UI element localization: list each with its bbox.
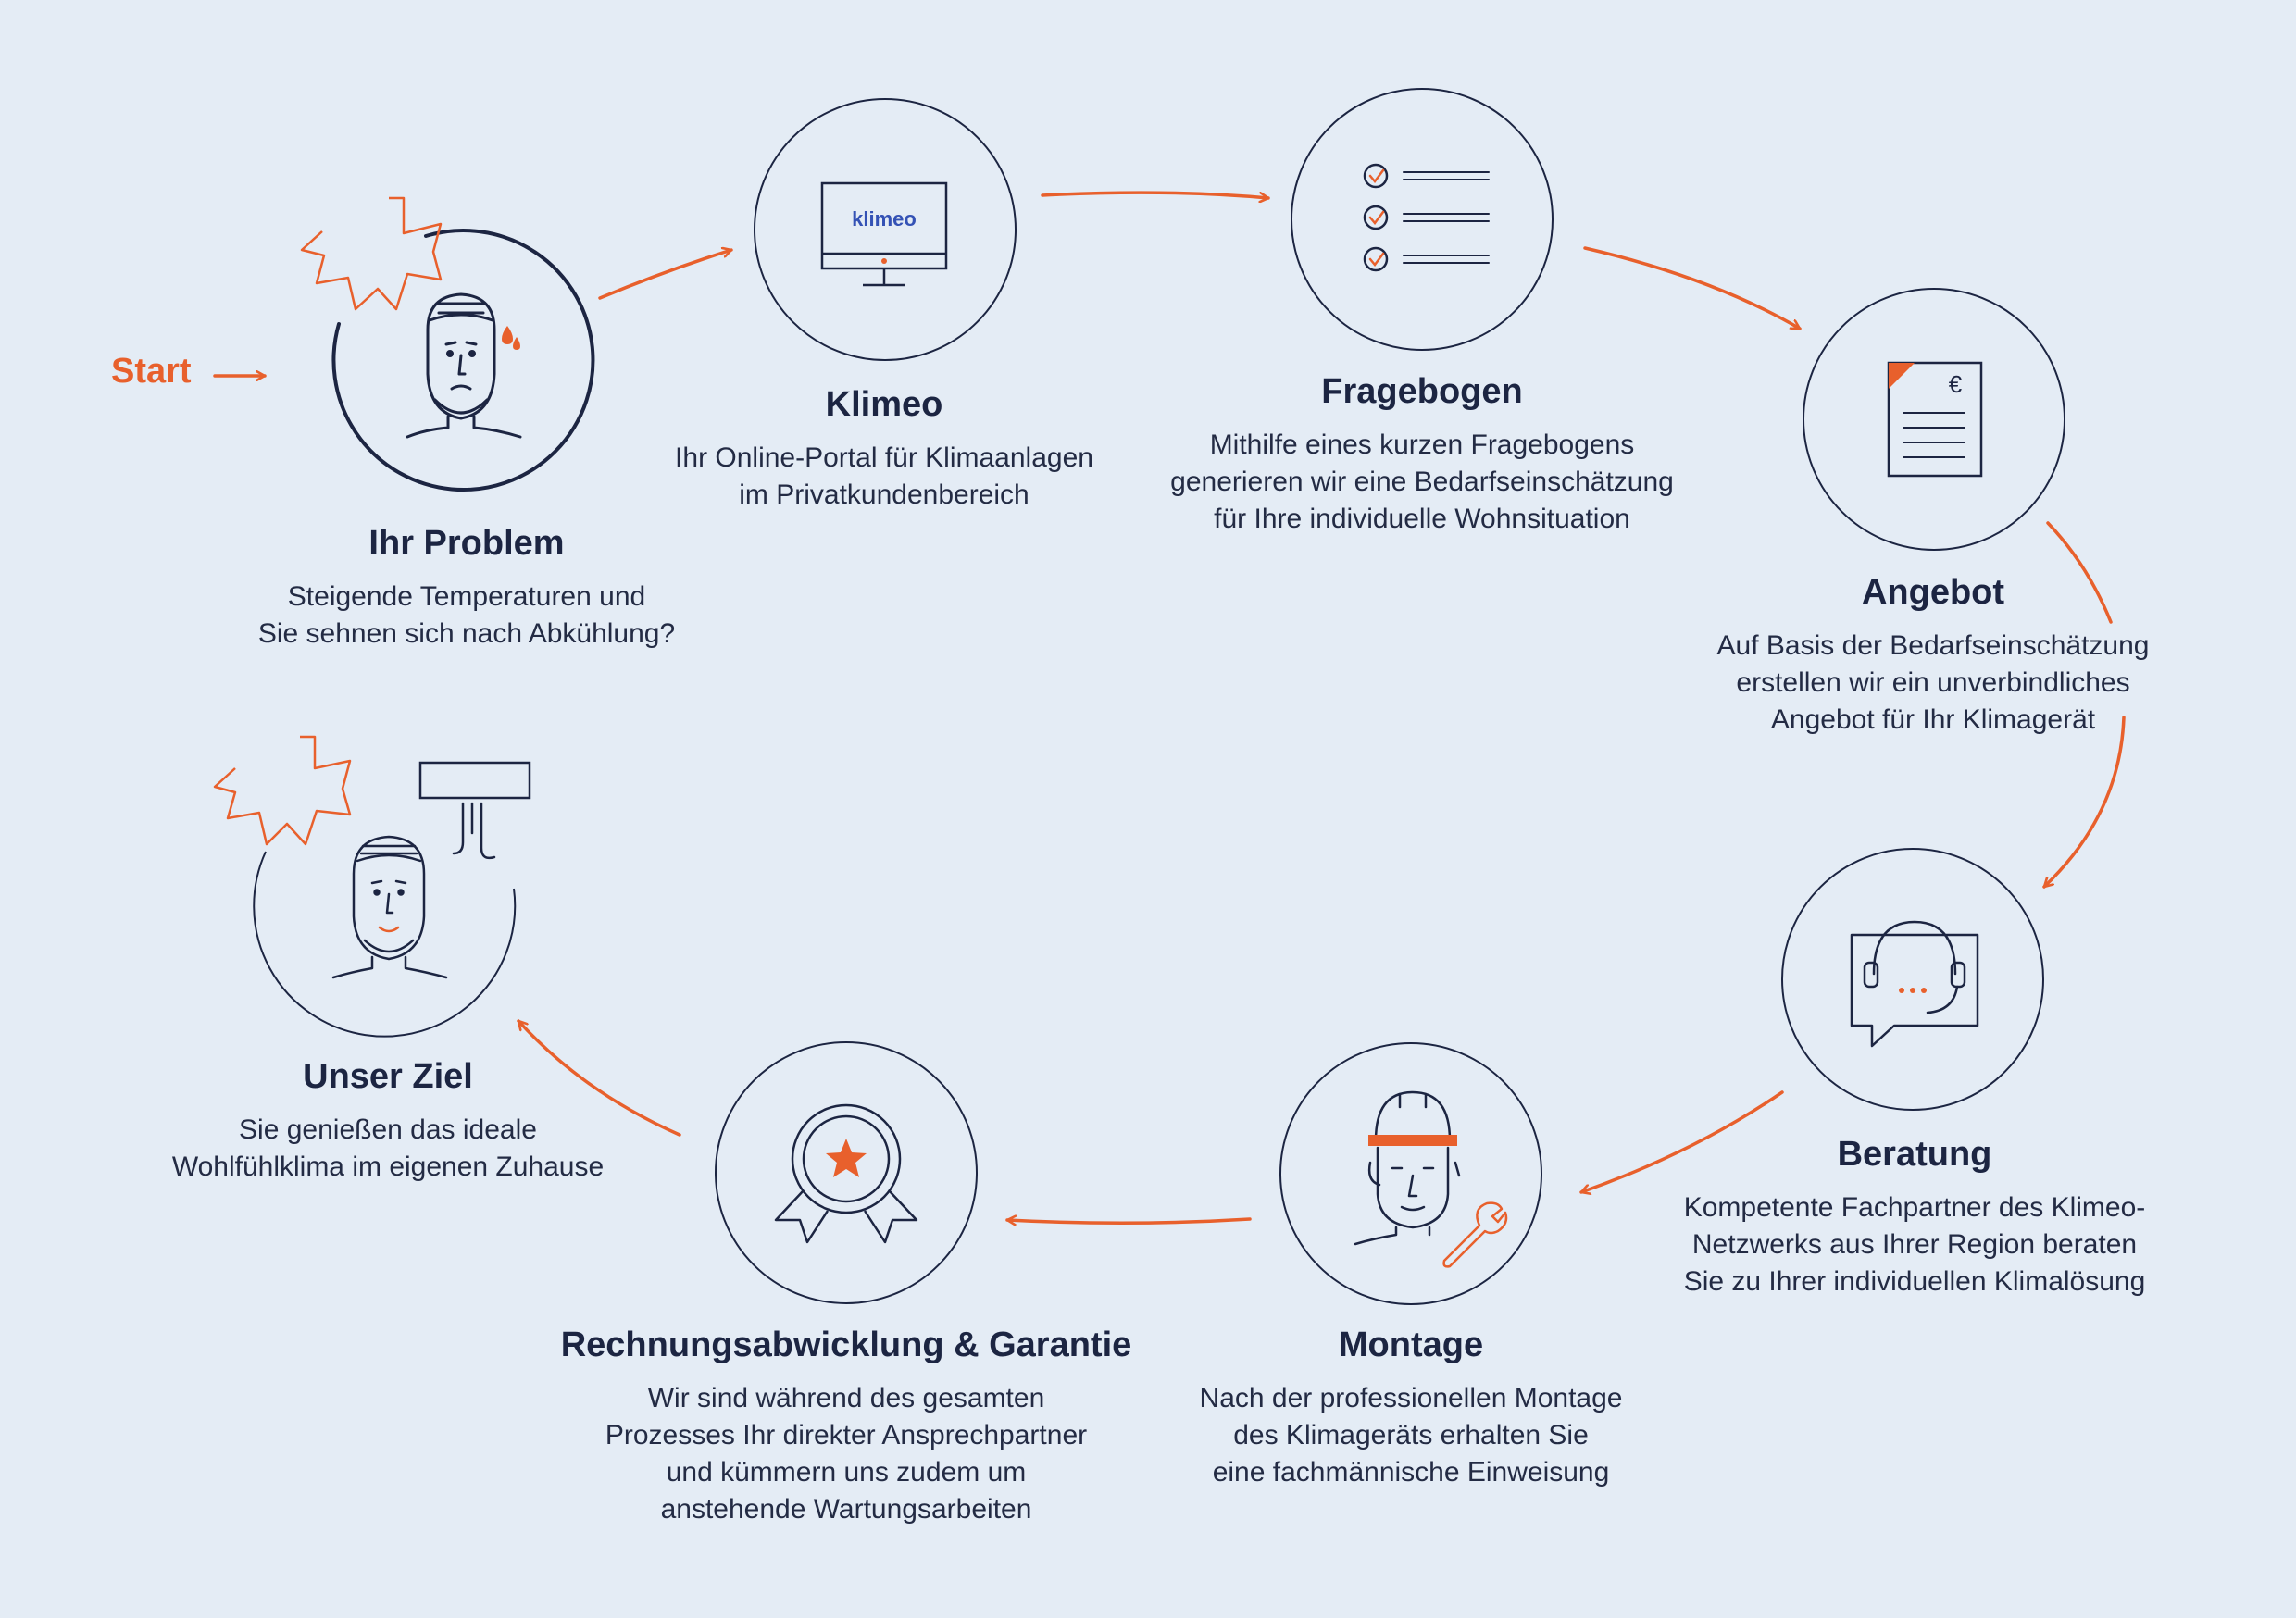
sun-icon <box>300 196 443 311</box>
technician-face-icon <box>1354 1090 1461 1246</box>
step-beratung: Beratung Kompetente Fachpartner des Klim… <box>1684 1135 2146 1301</box>
step-klimeo: Klimeo Ihr Online-Portal für Klimaanlage… <box>675 385 1093 514</box>
step-circle-fragebogen <box>1291 88 1554 351</box>
monitor-power-led <box>881 258 887 264</box>
ziel-circle-arc <box>253 851 517 1038</box>
step-title-problem: Ihr Problem <box>368 524 565 563</box>
step-title-angebot: Angebot <box>1861 573 2005 612</box>
checklist-icon <box>1363 163 1490 272</box>
sweating-face-icon <box>406 292 522 439</box>
arrow-fragebogen-to-angebot <box>1583 246 1802 330</box>
step-fragebogen: Fragebogen Mithilfe eines kurzen Fragebo… <box>1170 372 1674 538</box>
smile-icon <box>378 926 400 933</box>
star-icon <box>826 1139 867 1177</box>
arrow-angebot-to-beratung-top <box>2046 521 2113 624</box>
step-desc-rechnung: Wir sind während des gesamten Prozesses … <box>605 1383 1088 1525</box>
step-circle-angebot <box>1803 288 2065 551</box>
air-conditioner-icon <box>418 761 531 860</box>
award-badge-icon <box>774 1103 918 1244</box>
step-title-fragebogen: Fragebogen <box>1321 372 1523 411</box>
step-rechnung: Rechnungsabwicklung & Garantie Wir sind … <box>561 1326 1132 1528</box>
step-desc-fragebogen: Mithilfe eines kurzen Fragebogens generi… <box>1170 429 1674 534</box>
step-icon-klimeo: klimeo <box>754 98 1017 361</box>
step-desc-klimeo: Ihr Online-Portal für Klimaanlagen im Pr… <box>675 442 1093 510</box>
arrow-angebot-to-beratung <box>2042 716 2126 889</box>
step-title-klimeo: Klimeo <box>825 385 943 424</box>
step-problem: Ihr Problem Steigende Temperaturen und S… <box>258 524 675 653</box>
helmet-band <box>1368 1135 1457 1146</box>
sun-icon <box>213 735 352 846</box>
step-desc-angebot: Auf Basis der Bedarfseinschätzung erstel… <box>1716 630 2150 735</box>
step-icon-angebot: € <box>1803 288 2065 551</box>
headset-chat-icon <box>1850 920 1979 1048</box>
typing-dots-icon <box>1899 988 1927 993</box>
step-circle-rechnung <box>715 1041 978 1304</box>
step-title-rechnung: Rechnungsabwicklung & Garantie <box>560 1326 1132 1364</box>
step-icon-fragebogen <box>1291 88 1554 351</box>
computer-monitor-icon <box>820 181 948 287</box>
euro-sign-icon: € <box>1949 370 1963 398</box>
step-desc-problem: Steigende Temperaturen und Sie sehnen si… <box>257 581 676 649</box>
step-ziel: Unser Ziel Sie genießen das ideale Wohlf… <box>172 1057 604 1186</box>
problem-progress-arc <box>331 229 595 492</box>
step-title-beratung: Beratung <box>1837 1135 1992 1174</box>
step-desc-beratung: Kompetente Fachpartner des Klimeo- Netzw… <box>1683 1192 2146 1297</box>
step-circle-klimeo <box>754 98 1017 361</box>
step-desc-ziel: Sie genießen das ideale Wohlfühlklima im… <box>171 1114 605 1182</box>
step-title-montage: Montage <box>1338 1326 1484 1364</box>
step-angebot: Angebot Auf Basis der Bedarfseinschätzun… <box>1717 573 2150 739</box>
arrow-beratung-to-montage <box>1579 1090 1784 1192</box>
step-icon-ziel <box>213 735 531 1038</box>
arrow-montage-to-rechnung <box>1005 1219 1252 1223</box>
step-circle-montage <box>1279 1042 1542 1305</box>
monitor-logo-text: klimeo <box>852 207 917 230</box>
step-montage: Montage Nach der professionellen Montage… <box>1200 1326 1623 1491</box>
start-label: Start <box>111 352 192 391</box>
arrow-problem-to-klimeo <box>598 250 733 300</box>
step-desc-montage: Nach der professionellen Montage des Kli… <box>1199 1383 1623 1487</box>
invoice-document-icon: € <box>1887 361 1983 478</box>
step-icon-rechnung <box>715 1041 978 1304</box>
step-icon-beratung <box>1781 848 2044 1111</box>
step-circle-beratung <box>1781 848 2044 1111</box>
happy-face-icon <box>331 835 448 979</box>
step-icon-montage <box>1279 1042 1542 1305</box>
step-title-ziel: Unser Ziel <box>303 1057 473 1096</box>
arrow-rechnung-to-ziel <box>517 1019 681 1137</box>
step-icon-problem <box>300 196 595 492</box>
arrow-klimeo-to-fragebogen <box>1041 191 1270 198</box>
sweat-drop-icon <box>502 326 520 350</box>
wrench-icon <box>1442 1201 1508 1268</box>
